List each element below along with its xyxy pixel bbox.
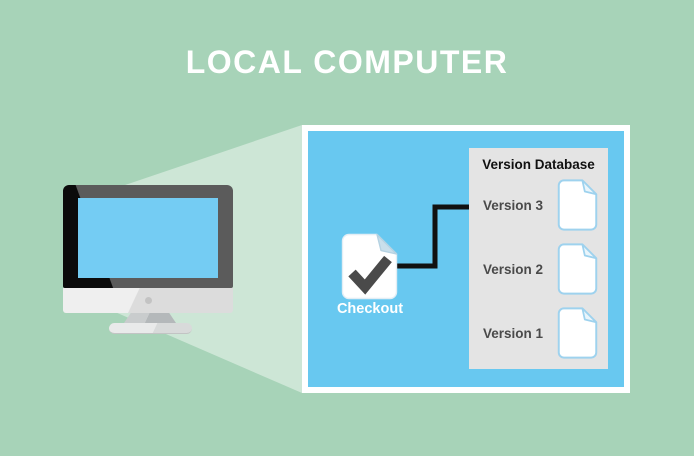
monitor-chin: [63, 288, 233, 313]
version-row: Version 3: [483, 177, 598, 233]
monitor-stand-neck: [124, 313, 176, 323]
document-icon: [557, 243, 598, 295]
monitor-stand-base: [109, 323, 192, 334]
camera-dot-icon: [145, 297, 152, 304]
version-row: Version 2: [483, 241, 598, 297]
document-icon: [557, 179, 598, 231]
diagram-title: LOCAL COMPUTER: [185, 44, 509, 80]
checkout-label: Checkout: [336, 301, 404, 317]
document-with-checkmark-icon: [341, 233, 398, 300]
version-database-box: Version Database Version 3 Version 2 Ver…: [469, 148, 608, 369]
version-label: Version 3: [483, 197, 544, 213]
version-label: Version 1: [483, 325, 544, 341]
version-row: Version 1: [483, 305, 598, 361]
version-label: Version 2: [483, 261, 544, 277]
checkout-connector-line: [397, 204, 478, 269]
document-icon: [557, 307, 598, 359]
computer-icon: [63, 185, 233, 335]
version-database-title: Version Database: [482, 157, 595, 172]
monitor-bezel: [63, 185, 233, 288]
monitor-screen: [78, 198, 218, 278]
